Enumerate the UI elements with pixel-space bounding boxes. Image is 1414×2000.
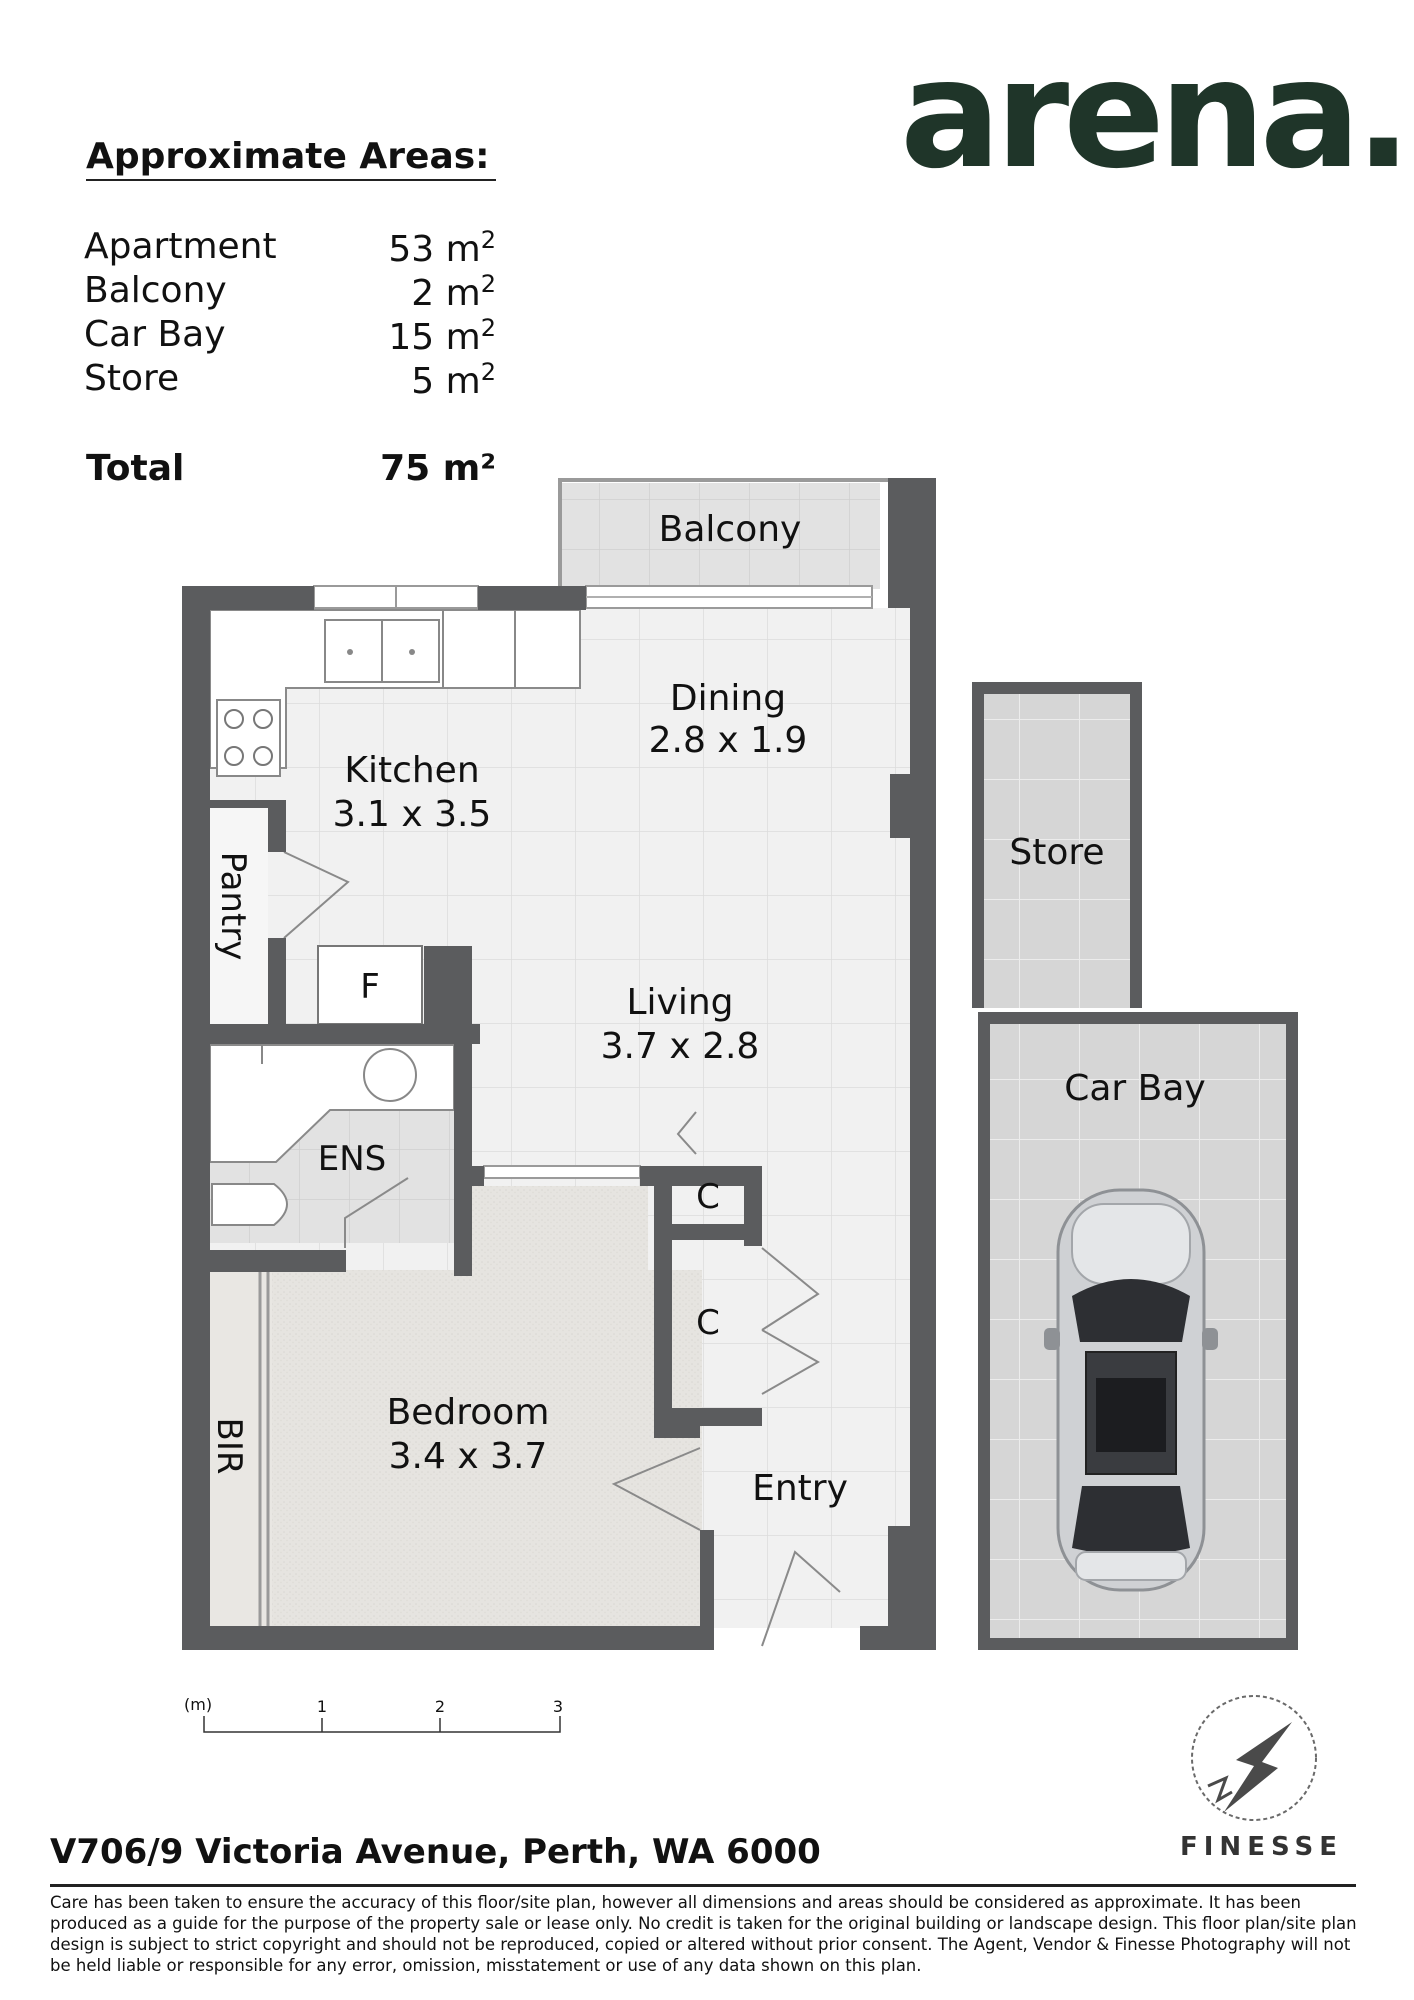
area-label: Apartment [84,226,277,267]
cooktop-icon [216,699,281,777]
scale-tick-label: 3 [553,1697,563,1716]
wall [654,1224,762,1240]
room-label-pantry: Pantry [213,852,253,961]
basin-icon [363,1048,417,1102]
total-value: 75 m² [380,448,496,489]
room-label-ensuite: ENS [318,1139,387,1179]
balcony-floor [560,483,880,589]
room-label-car-bay: Car Bay [1064,1068,1206,1109]
room-label-living: Living [626,982,733,1023]
windows [313,585,873,1179]
area-label: Store [84,358,180,399]
room-size-bedroom: 3.4 x 3.7 [389,1436,548,1477]
balcony-balustrade [558,478,890,589]
bedroom-carpet [208,1270,702,1628]
wall [910,478,936,1650]
wall [210,1250,346,1272]
scale-line [203,1716,561,1733]
wall [182,586,210,1650]
area-row-balcony: Balcony 2 m2 [84,270,496,314]
scale-tick-label: 1 [317,1697,327,1716]
kitchen-joinery [209,609,581,1025]
scale-unit: (m) [184,1695,212,1714]
room-label-dining: Dining [670,678,786,719]
room-label-entry: Entry [752,1468,848,1509]
area-row-apartment: Apartment 53 m2 [84,226,496,270]
room-label-cupboard: C [696,1303,720,1343]
toilet-icon [211,1183,288,1226]
property-address: V706/9 Victoria Avenue, Perth, WA 6000 [50,1832,821,1872]
entry-door [761,1550,841,1647]
cupboard-door [761,1247,820,1331]
room-label-kitchen: Kitchen [344,750,479,791]
car-bay-walls [978,1012,1298,1650]
room-size-kitchen: 3.1 x 3.5 [333,794,492,835]
wall [424,946,472,1028]
area-label: Car Bay [84,314,226,355]
cupboard-door [761,1329,821,1395]
area-value: 5 m2 [411,358,496,402]
room-label-bedroom: Bedroom [387,1392,550,1433]
walls [182,478,936,1650]
wall [268,938,286,1028]
wall [700,1530,714,1650]
area-row-store: Store 5 m2 [84,358,496,402]
disclaimer-text: Care has been taken to ensure the accura… [50,1893,1357,1975]
pantry-door [283,851,350,939]
wall [454,1166,484,1186]
area-row-car-bay: Car Bay 15 m2 [84,314,496,358]
wall [890,774,912,838]
finesse-logo-icon [1191,1695,1317,1821]
total-label: Total [86,448,185,489]
store [972,682,1142,1008]
finesse-wordmark: FINESSE [1180,1832,1343,1862]
area-value: 15 m2 [388,314,496,358]
wall [654,1408,700,1438]
ensuite-door [344,1177,409,1248]
room-size-dining: 2.8 x 1.9 [649,720,808,761]
wall [268,800,286,852]
wall [860,1626,936,1650]
area-value: 53 m2 [388,226,496,270]
bedroom-window [483,1165,641,1179]
wall [210,1024,480,1044]
area-label: Balcony [84,270,227,311]
area-total-row: Total 75 m² [86,448,496,494]
bedroom-nook-carpet [472,1186,648,1286]
store-walls [972,682,1142,1008]
wall [888,1526,912,1626]
room-label-balcony: Balcony [659,509,802,550]
wall [454,1044,472,1276]
scale-bar: (m) 1 2 3 [184,1695,563,1733]
wall [182,1626,702,1650]
room-label-cupboard: C [696,1177,720,1217]
footer-divider [50,1884,1356,1887]
scale-tick-label: 2 [435,1697,445,1716]
area-value: 2 m2 [411,270,496,314]
fridge-icon [317,945,423,1025]
store-floor [978,688,1136,1008]
cupboard-door [676,1111,697,1155]
room-size-living: 3.7 x 2.8 [601,1026,760,1067]
wall [654,1166,672,1426]
balcony [558,478,890,589]
pantry-floor [208,800,268,1026]
built-in-robe [210,1272,272,1628]
fridge-label: F [360,967,380,1007]
areas-heading: Approximate Areas: [86,136,496,181]
room-label-store: Store [1009,832,1104,873]
wall [478,586,586,610]
arena-logo: arena. [900,28,1412,202]
car-bay [978,1012,1298,1650]
wall [210,800,286,808]
door-swings [283,851,841,1647]
robe-floor [210,1272,272,1628]
room-label-bir: BIR [209,1418,249,1475]
car-icon [1044,1188,1218,1592]
bedroom-door [611,1447,701,1531]
